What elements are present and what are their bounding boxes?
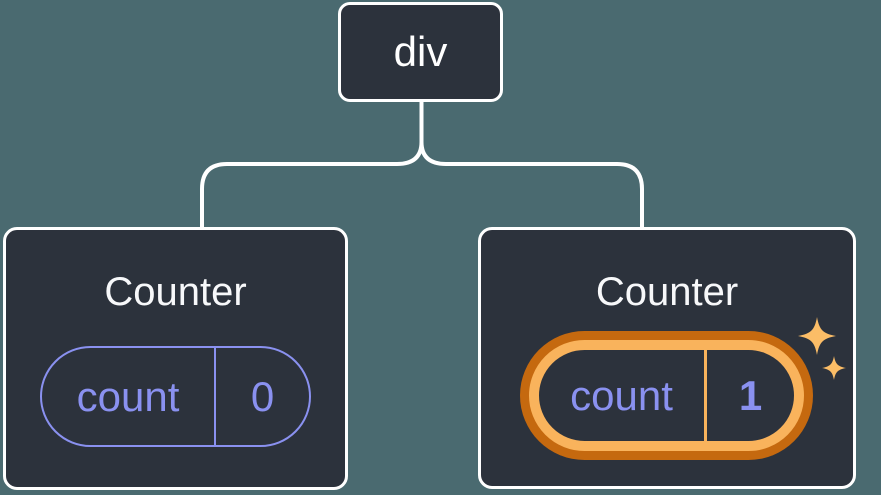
root-node-div: div (338, 2, 503, 102)
state-name-label: count (42, 348, 216, 445)
component-title: Counter (104, 270, 247, 314)
state-value: 0 (250, 372, 275, 420)
component-node-counter-left: Counter count 0 (3, 227, 348, 490)
state-name-label: count (539, 350, 707, 441)
state-value: 1 (738, 371, 763, 419)
connector-branch-left (200, 141, 424, 229)
root-node-label: div (393, 28, 448, 75)
component-title: Counter (595, 270, 739, 314)
state-pill-highlighted: count 1 (529, 340, 804, 451)
component-node-counter-right: Counter count 1 (478, 227, 856, 489)
connector-branch-right (419, 141, 644, 229)
state-pill-highlight-ring: count 1 (520, 331, 813, 460)
state-pill: count 0 (40, 346, 311, 447)
